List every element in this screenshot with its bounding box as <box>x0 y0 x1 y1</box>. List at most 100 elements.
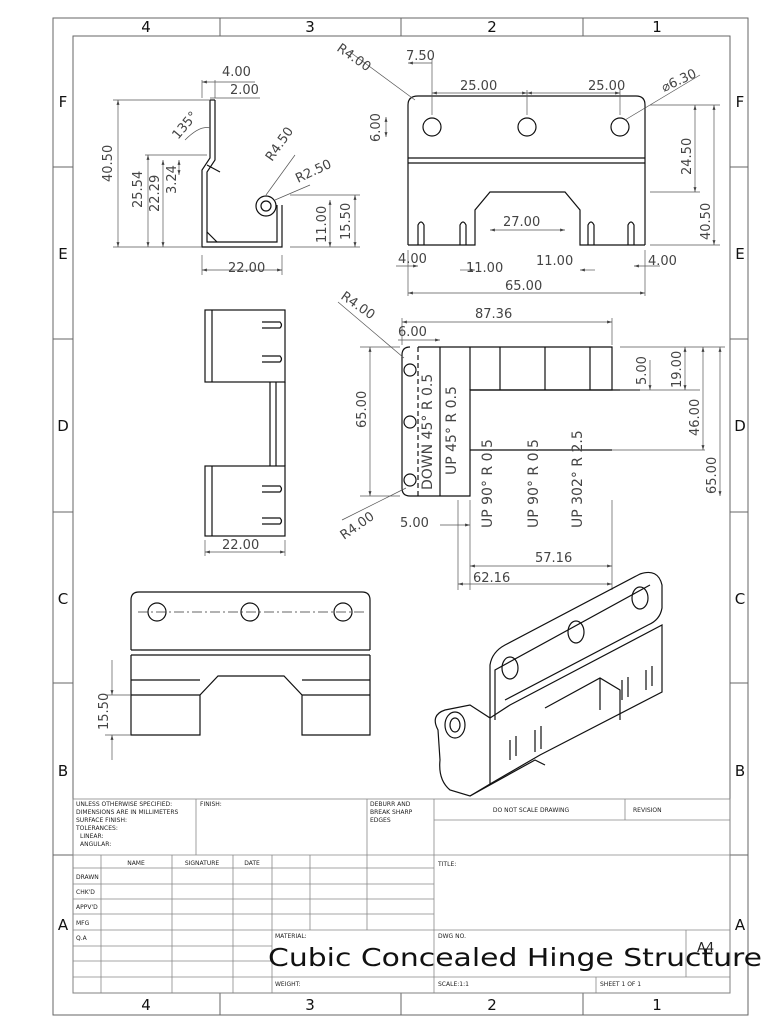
zone-col-bottom-4: 1 <box>652 996 662 1014</box>
zone-row-right-F: F <box>736 93 745 111</box>
dim-flat-62-16: 62.16 <box>473 571 510 586</box>
zone-labels: 4 3 2 1 4 3 2 1 F E D C B A F E D C B A <box>57 18 746 1014</box>
tb-do-not-scale: DO NOT SCALE DRAWING <box>493 807 570 814</box>
dim-flat-46-00: 46.00 <box>688 399 703 436</box>
dim-side-3-24: 3.24 <box>165 165 180 194</box>
hole-left <box>422 117 442 137</box>
tb-scale: SCALE:1:1 <box>438 981 469 988</box>
dim-front-4-00-a: 4.00 <box>398 252 427 267</box>
tb-header-signature: SIGNATURE <box>185 860 220 867</box>
tb-deburr-3: EDGES <box>370 817 391 824</box>
bend-note-2: UP 45° R 0.5 <box>444 386 460 475</box>
tb-role-qa: Q.A <box>76 935 88 942</box>
dim-front-7-50: 7.50 <box>406 49 435 64</box>
title-block-lines <box>72 798 731 994</box>
front-view-labels: R4.00 7.50 25.00 25.00 ⌀6.30 6.00 24.50 … <box>334 41 714 294</box>
dim-side-4-00: 4.00 <box>222 65 251 80</box>
dim-side-22-29: 22.29 <box>148 175 163 212</box>
zone-col-top-4: 1 <box>652 18 662 36</box>
bend-note-4: UP 90° R 0.5 <box>526 439 542 528</box>
dim-side-2-00: 2.00 <box>230 83 259 98</box>
dim-front-6-00: 6.00 <box>369 113 384 142</box>
dim-flat-19-00: 19.00 <box>670 351 685 388</box>
dim-flat-57-16: 57.16 <box>535 551 572 566</box>
tb-note-4: TOLERANCES: <box>75 825 118 832</box>
zone-col-bottom-2: 3 <box>305 996 315 1014</box>
dim-side-40-50: 40.50 <box>101 145 116 182</box>
hole-center <box>517 117 537 137</box>
part-title: Cubic Concealed Hinge Structure <box>268 943 762 972</box>
dim-side-11-00: 11.00 <box>315 206 330 243</box>
dim-front-dia-6-30: ⌀6.30 <box>659 66 699 95</box>
dim-top-22-00: 22.00 <box>222 538 259 553</box>
zone-row-right-A: A <box>735 916 746 934</box>
dim-flat-5-00-h: 5.00 <box>400 516 429 531</box>
hole-right <box>610 117 630 137</box>
tb-note-6: ANGULAR: <box>80 841 111 848</box>
tb-note-5: LINEAR: <box>80 833 104 840</box>
tb-role-drawn: DRAWN <box>76 874 99 881</box>
tb-dwg-no-label: DWG NO. <box>438 933 466 940</box>
zone-row-left-B: B <box>58 762 68 780</box>
dim-front-25-00-a: 25.00 <box>460 79 497 94</box>
front-view <box>407 95 646 246</box>
zone-row-right-D: D <box>734 417 746 435</box>
zone-col-top-3: 2 <box>487 18 497 36</box>
dim-front-r4-00: R4.00 <box>334 41 374 75</box>
dim-front-27-00: 27.00 <box>503 215 540 230</box>
zone-ticks <box>53 18 748 1015</box>
zone-row-right-B: B <box>735 762 745 780</box>
tb-deburr-2: BREAK SHARP <box>370 809 413 816</box>
flat-pattern-labels: R4.00 87.36 6.00 5.00 19.00 46.00 65.00 … <box>338 289 720 586</box>
tb-material-label: MATERIAL: <box>275 933 307 940</box>
dim-front-65-00: 65.00 <box>505 279 542 294</box>
top-view <box>204 309 286 537</box>
tb-weight-label: WEIGHT: <box>275 981 301 988</box>
dim-side-15-50: 15.50 <box>339 203 354 240</box>
isometric-view <box>434 571 663 797</box>
dim-side-22-00: 22.00 <box>228 261 265 276</box>
tb-role-appvd: APPV'D <box>76 904 98 911</box>
dim-front-11-00-a: 11.00 <box>466 261 503 276</box>
dim-flat-65-00-right: 65.00 <box>705 457 720 494</box>
zone-row-right-C: C <box>735 590 745 608</box>
bend-notes: DOWN 45° R 0.5 UP 45° R 0.5 UP 90° R 0.5… <box>420 374 586 528</box>
bottom-view <box>130 591 371 736</box>
bend-note-3: UP 90° R 0.5 <box>480 439 496 528</box>
flat-pattern <box>401 346 640 497</box>
dim-side-r2-50: R2.50 <box>293 157 334 187</box>
title-block-text: UNLESS OTHERWISE SPECIFIED: DIMENSIONS A… <box>75 801 762 988</box>
zone-row-right-E: E <box>735 245 744 263</box>
tb-role-mfg: MFG <box>76 920 90 927</box>
dim-front-11-00-b: 11.00 <box>536 254 573 269</box>
tb-revision: REVISION <box>633 807 662 814</box>
zone-row-left-E: E <box>58 245 67 263</box>
tb-deburr-1: DEBURR AND <box>370 801 411 808</box>
tb-header-name: NAME <box>127 860 145 867</box>
bend-note-5: UP 302° R 2.5 <box>570 430 586 528</box>
dim-side-135deg: 135° <box>170 109 202 143</box>
dim-flat-r4-00-bottom: R4.00 <box>338 509 378 543</box>
dim-front-24-50: 24.50 <box>680 138 695 175</box>
side-view-dimensions <box>113 80 360 275</box>
zone-col-bottom-1: 4 <box>141 996 151 1014</box>
tb-note-3: SURFACE FINISH: <box>76 817 127 824</box>
flat-pattern-dimensions <box>337 301 725 590</box>
zone-row-left-D: D <box>57 417 69 435</box>
dim-flat-65-00-left: 65.00 <box>355 391 370 428</box>
dim-flat-6-00: 6.00 <box>398 325 427 340</box>
tb-note-1: UNLESS OTHERWISE SPECIFIED: <box>76 801 172 808</box>
dim-flat-87-36: 87.36 <box>475 307 512 322</box>
bend-note-1: DOWN 45° R 0.5 <box>420 374 436 490</box>
zone-col-top-2: 3 <box>305 18 315 36</box>
dim-side-25-54: 25.54 <box>131 171 146 208</box>
zone-row-left-C: C <box>58 590 68 608</box>
tb-size: A4 <box>697 941 714 956</box>
tb-sheet: SHEET 1 OF 1 <box>600 981 641 988</box>
side-view-labels: 4.00 2.00 135° 40.50 25.54 22.29 3.24 R4… <box>101 65 354 276</box>
zone-col-top-1: 4 <box>141 18 151 36</box>
tb-title-label: TITLE: <box>437 861 456 868</box>
dim-front-4-00-b: 4.00 <box>648 254 677 269</box>
zone-col-bottom-3: 2 <box>487 996 497 1014</box>
